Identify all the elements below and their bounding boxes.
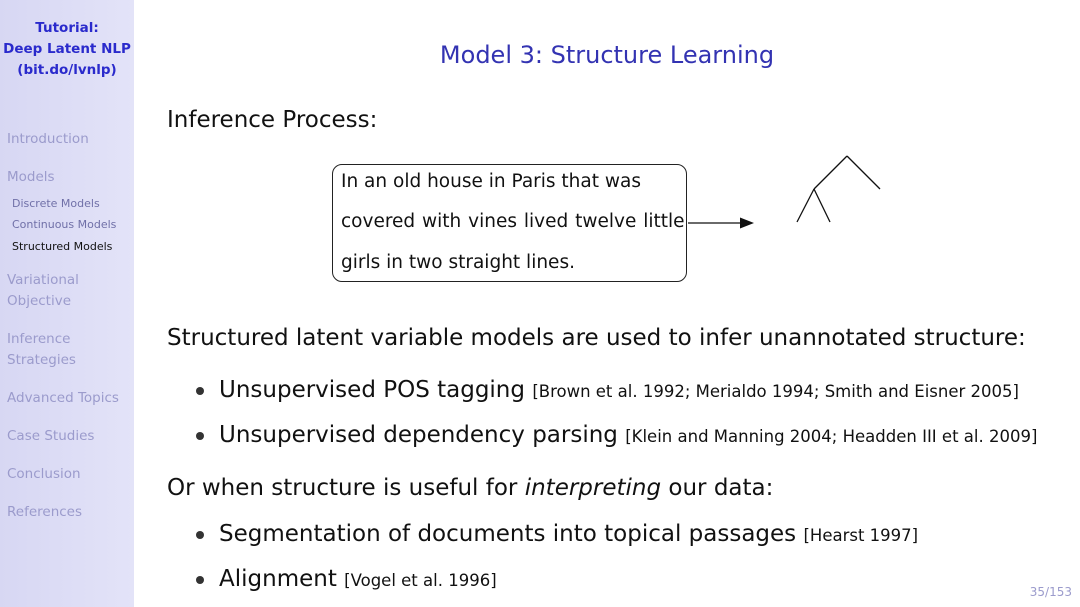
sidebar-item-label: Strategies bbox=[7, 351, 76, 368]
list-item-text: Unsupervised POS tagging bbox=[219, 377, 525, 403]
sidebar-subitem-continuous-models[interactable]: Continuous Models bbox=[12, 218, 117, 231]
inference-heading: Inference Process: bbox=[167, 107, 378, 133]
citation: [Vogel et al. 1996] bbox=[344, 571, 497, 590]
list-item: Alignment [Vogel et al. 1996] bbox=[219, 564, 497, 596]
sidebar-item-advanced-topics[interactable]: Advanced Topics bbox=[7, 390, 119, 406]
sidebar: Tutorial: Deep Latent NLP (bit.do/lvnlp)… bbox=[0, 0, 134, 607]
box-line: In an old house in Paris that was bbox=[341, 171, 641, 192]
box-line: girls in two straight lines. bbox=[341, 252, 575, 273]
sidebar-subitem-discrete-models[interactable]: Discrete Models bbox=[12, 197, 100, 210]
sidebar-item-introduction[interactable]: Introduction bbox=[7, 131, 89, 147]
sidebar-item-case-studies[interactable]: Case Studies bbox=[7, 428, 95, 444]
list-item: Unsupervised POS tagging [Brown et al. 1… bbox=[219, 375, 1019, 407]
citation: [Hearst 1997] bbox=[803, 526, 919, 545]
sidebar-item-label: Objective bbox=[7, 292, 72, 309]
sidebar-item-label: Inference bbox=[7, 331, 71, 347]
sidebar-item-variational-objective[interactable]: Variational Objective bbox=[7, 270, 79, 311]
interpreting-line: Or when structure is useful for interpre… bbox=[167, 473, 773, 503]
arrow-icon bbox=[688, 217, 754, 229]
tree-icon bbox=[796, 155, 881, 223]
sidebar-title-line: Deep Latent NLP bbox=[3, 41, 131, 57]
list-item: Segmentation of documents into topical p… bbox=[219, 519, 918, 551]
bullet-icon bbox=[196, 531, 204, 539]
structured-intro-text: Structured latent variable models are us… bbox=[167, 325, 1026, 351]
list-item-text: Alignment bbox=[219, 566, 337, 592]
bullet-icon bbox=[196, 576, 204, 584]
list-item-text: Unsupervised dependency parsing bbox=[219, 422, 618, 448]
citation: [Klein and Manning 2004; Headden III et … bbox=[625, 427, 1038, 446]
sidebar-item-conclusion[interactable]: Conclusion bbox=[7, 466, 81, 482]
sidebar-title-line: Tutorial: bbox=[35, 20, 99, 36]
interpreting-line-pre: Or when structure is useful for bbox=[167, 475, 525, 501]
sidebar-item-inference-strategies[interactable]: Inference Strategies bbox=[7, 329, 76, 370]
list-item: Unsupervised dependency parsing [Klein a… bbox=[219, 420, 1037, 452]
sidebar-item-label: Variational bbox=[7, 272, 79, 288]
interpreting-line-post: our data: bbox=[661, 475, 774, 501]
list-item-text: Segmentation of documents into topical p… bbox=[219, 521, 797, 547]
slide-title: Model 3: Structure Learning bbox=[439, 41, 775, 69]
sidebar-title-line: (bit.do/lvnlp) bbox=[17, 62, 117, 78]
sidebar-title[interactable]: Tutorial: Deep Latent NLP (bit.do/lvnlp) bbox=[0, 18, 134, 81]
bullet-icon bbox=[196, 432, 204, 440]
interpreting-emphasis: interpreting bbox=[524, 475, 662, 501]
sidebar-item-references[interactable]: References bbox=[7, 504, 83, 520]
page-number: 35/153 bbox=[1029, 585, 1072, 599]
box-line: covered with vines lived twelve little bbox=[341, 211, 685, 232]
sidebar-item-models[interactable]: Models bbox=[7, 169, 55, 185]
citation: [Brown et al. 1992; Merialdo 1994; Smith… bbox=[532, 382, 1019, 401]
bullet-icon bbox=[196, 387, 204, 395]
sidebar-subitem-structured-models[interactable]: Structured Models bbox=[12, 240, 113, 253]
example-sentence-box: In an old house in Paris that was covere… bbox=[332, 164, 687, 282]
